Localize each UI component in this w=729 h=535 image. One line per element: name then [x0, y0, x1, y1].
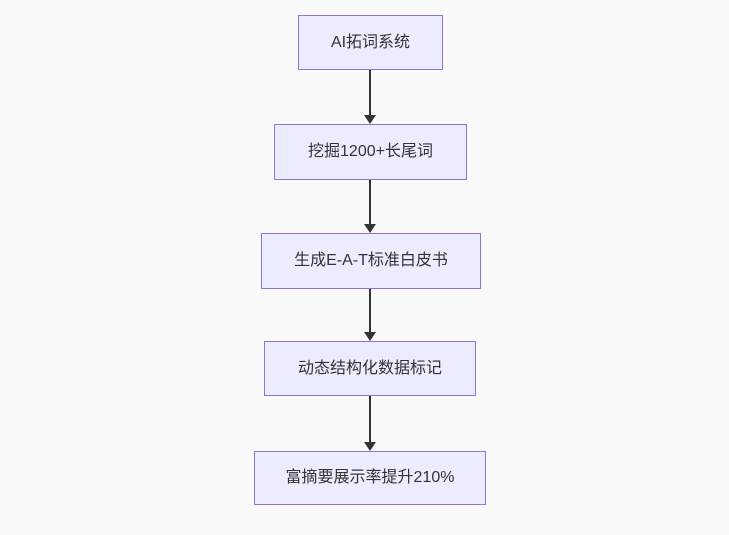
flow-node-label: AI拓词系统	[330, 33, 411, 51]
flow-node-structured-data-markup: 动态结构化数据标记	[264, 341, 476, 396]
flow-node-longtail-mining: 挖掘1200+长尾词	[274, 124, 467, 180]
arrow-down-icon	[364, 115, 376, 124]
flow-node-label: 生成E-A-T标准白皮书	[294, 252, 448, 269]
flow-node-label: 挖掘1200+长尾词	[308, 143, 433, 160]
arrow-down-icon	[364, 332, 376, 341]
edge-line-2	[369, 180, 371, 224]
edge-line-3	[369, 289, 371, 332]
flow-node-label: 动态结构化数据标记	[297, 359, 442, 377]
edge-line-1	[369, 70, 371, 116]
flow-node-rich-snippet-result: 富摘要展示率提升210%	[254, 451, 486, 505]
arrow-down-icon	[364, 224, 376, 233]
arrow-down-icon	[364, 442, 376, 451]
edge-line-4	[369, 396, 371, 442]
flow-node-eat-whitepaper: 生成E-A-T标准白皮书	[261, 233, 481, 289]
flow-node-ai-keyword-system: AI拓词系统	[298, 15, 443, 70]
flow-node-label: 富摘要展示率提升210%	[285, 469, 455, 486]
